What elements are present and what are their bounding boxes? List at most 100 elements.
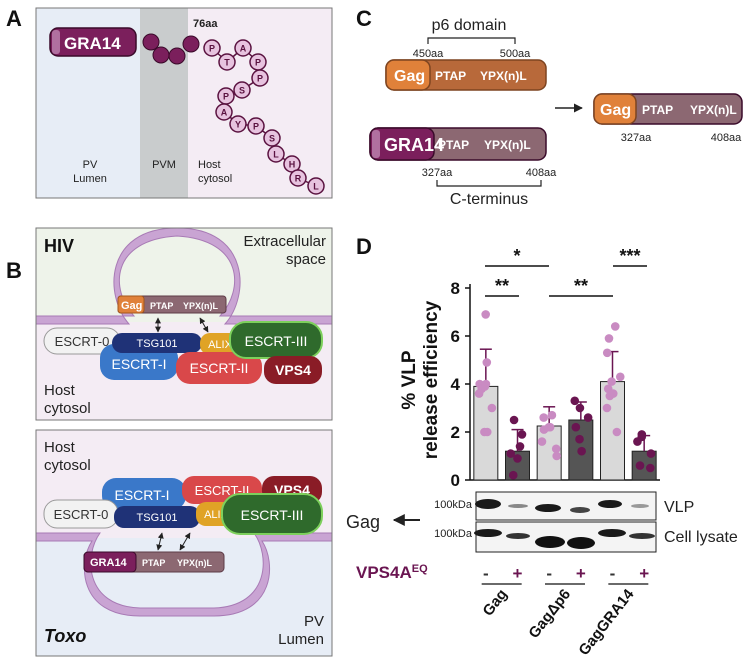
residue-14 xyxy=(307,177,325,195)
point-4-2 xyxy=(602,348,612,358)
point-1-5 xyxy=(508,470,518,480)
sign-4: - xyxy=(610,564,616,583)
residue-4 xyxy=(251,69,269,87)
residue-letter-9: P xyxy=(253,122,259,132)
toxo-escrt1-label: ESCRT-I xyxy=(115,487,170,503)
pv-lumen-label-1: PV xyxy=(83,159,98,171)
significance-annotations: * ** ** *** xyxy=(485,246,647,297)
sig-gra14-vps4: *** xyxy=(619,246,640,266)
gra14-box xyxy=(49,27,137,57)
residue-letter-6: P xyxy=(223,92,229,102)
point-4-4 xyxy=(607,377,616,386)
sign-3: + xyxy=(576,564,586,583)
hiv-escrt2 xyxy=(176,352,262,384)
toxo-ptap-label: PTAP xyxy=(142,558,165,568)
point-0-9 xyxy=(480,427,489,437)
y-tick-label-8: 8 xyxy=(451,279,460,298)
residue-letter-3: P xyxy=(255,58,261,68)
hiv-escrt3-label: ESCRT-III xyxy=(245,333,308,349)
point-2-4 xyxy=(539,425,549,434)
sign-1: + xyxy=(513,564,523,583)
panel-c: p6 domain 450aa 500aa Gag PTAP YPX(n)L G… xyxy=(369,17,743,208)
aa450-label: 450aa xyxy=(413,48,444,60)
fusion-aa408: 408aa xyxy=(711,132,742,144)
point-2-0 xyxy=(547,410,557,420)
residue-letter-12: H xyxy=(289,160,296,170)
toxo-tsg101 xyxy=(114,506,200,528)
sign-0: - xyxy=(483,564,489,583)
residue-13 xyxy=(289,169,307,187)
gag-yxl-c: YPX(n)L xyxy=(480,69,527,83)
gra14-yxl-c: YPX(n)L xyxy=(484,138,531,152)
hiv-vps4 xyxy=(264,356,322,384)
sign-2: - xyxy=(546,564,552,583)
y-axis-label-1: % VLP xyxy=(399,350,420,409)
residue-letter-1: T xyxy=(224,58,230,68)
toxo-host-label-2: cytosol xyxy=(44,457,91,474)
residue-letter-2: A xyxy=(240,44,247,54)
sig-dp6-vs-gra14: ** xyxy=(574,276,588,296)
residue-11 xyxy=(267,145,285,163)
pv-lumen-label-2: Lumen xyxy=(73,173,107,185)
lysate-label: Cell lysate xyxy=(664,529,738,546)
vps4-label: VPS4AEQ xyxy=(356,563,428,582)
residue-letter-11: L xyxy=(273,150,279,160)
point-3-4 xyxy=(575,434,584,444)
panel-b-toxo: Host cytosol ESCRT-I ESCRT-II VPS4 ESCRT… xyxy=(35,429,333,657)
hiv-gag-label: Gag xyxy=(121,300,142,312)
fusion-gag-label: Gag xyxy=(600,102,631,119)
vlp-label: VLP xyxy=(664,499,694,516)
extracellular-label-2: space xyxy=(286,251,326,268)
residue-letter-5: S xyxy=(239,86,245,96)
transmembrane-beads xyxy=(142,33,200,65)
p6-domain-label: p6 domain xyxy=(432,17,507,34)
aa327-label-c: 327aa xyxy=(422,167,453,179)
point-0-1 xyxy=(482,358,492,367)
fusion-ptap: PTAP xyxy=(642,103,673,117)
hiv-escrt0-label: ESCRT-0 xyxy=(55,334,110,349)
panel-d-label: D xyxy=(356,234,372,259)
point-2-5 xyxy=(537,437,547,446)
blot-vlp xyxy=(475,491,657,521)
hiv-escrt2-label: ESCRT-II xyxy=(190,360,249,376)
sig-gag-vps4: ** xyxy=(495,276,509,296)
point-4-0 xyxy=(610,322,620,331)
toxo-yxl-label: YPX(n)L xyxy=(177,558,213,568)
sign-5: + xyxy=(639,564,649,583)
residue-letter-10: S xyxy=(269,134,275,144)
residue-letter-13: R xyxy=(295,174,302,184)
fusion-yxl: YPX(n)L xyxy=(690,103,737,117)
point-1-4 xyxy=(513,454,522,463)
point-4-8 xyxy=(602,403,612,413)
pv-lumen-label-b-1: PV xyxy=(304,613,324,630)
treatment-signs: - + - + - + xyxy=(483,564,649,583)
toxo-tsg101-label: TSG101 xyxy=(137,512,178,524)
pv-lumen-label-b-2: Lumen xyxy=(278,631,324,648)
residue-letter-4: P xyxy=(257,74,263,84)
point-4-9 xyxy=(612,427,622,437)
residue-1 xyxy=(218,53,236,71)
toxo-escrt3-label: ESCRT-III xyxy=(241,507,304,523)
toxo-escrt0-label: ESCRT-0 xyxy=(54,507,109,522)
residue-letter-8: Y xyxy=(235,120,241,130)
toxo-host-label-1: Host xyxy=(44,439,76,456)
point-0-5 xyxy=(481,379,491,389)
group-label-1: GagΔp6 xyxy=(525,586,574,642)
host-cytosol-label-2: cytosol xyxy=(198,173,232,185)
gra14-ptap-c: PTAP xyxy=(438,138,469,152)
fusion-aa327: 327aa xyxy=(621,132,652,144)
group-label-0: Gag xyxy=(479,586,510,619)
gra14-label-c: GRA14 xyxy=(384,135,444,155)
residue-2 xyxy=(234,39,252,57)
point-4-3 xyxy=(615,372,625,382)
point-1-1 xyxy=(517,430,527,439)
y-tick-label-2: 2 xyxy=(451,423,460,442)
point-5-4 xyxy=(635,461,645,470)
point-2-1 xyxy=(539,413,548,422)
hiv-alix-label: ALIX xyxy=(208,339,233,351)
point-1-3 xyxy=(506,449,516,458)
